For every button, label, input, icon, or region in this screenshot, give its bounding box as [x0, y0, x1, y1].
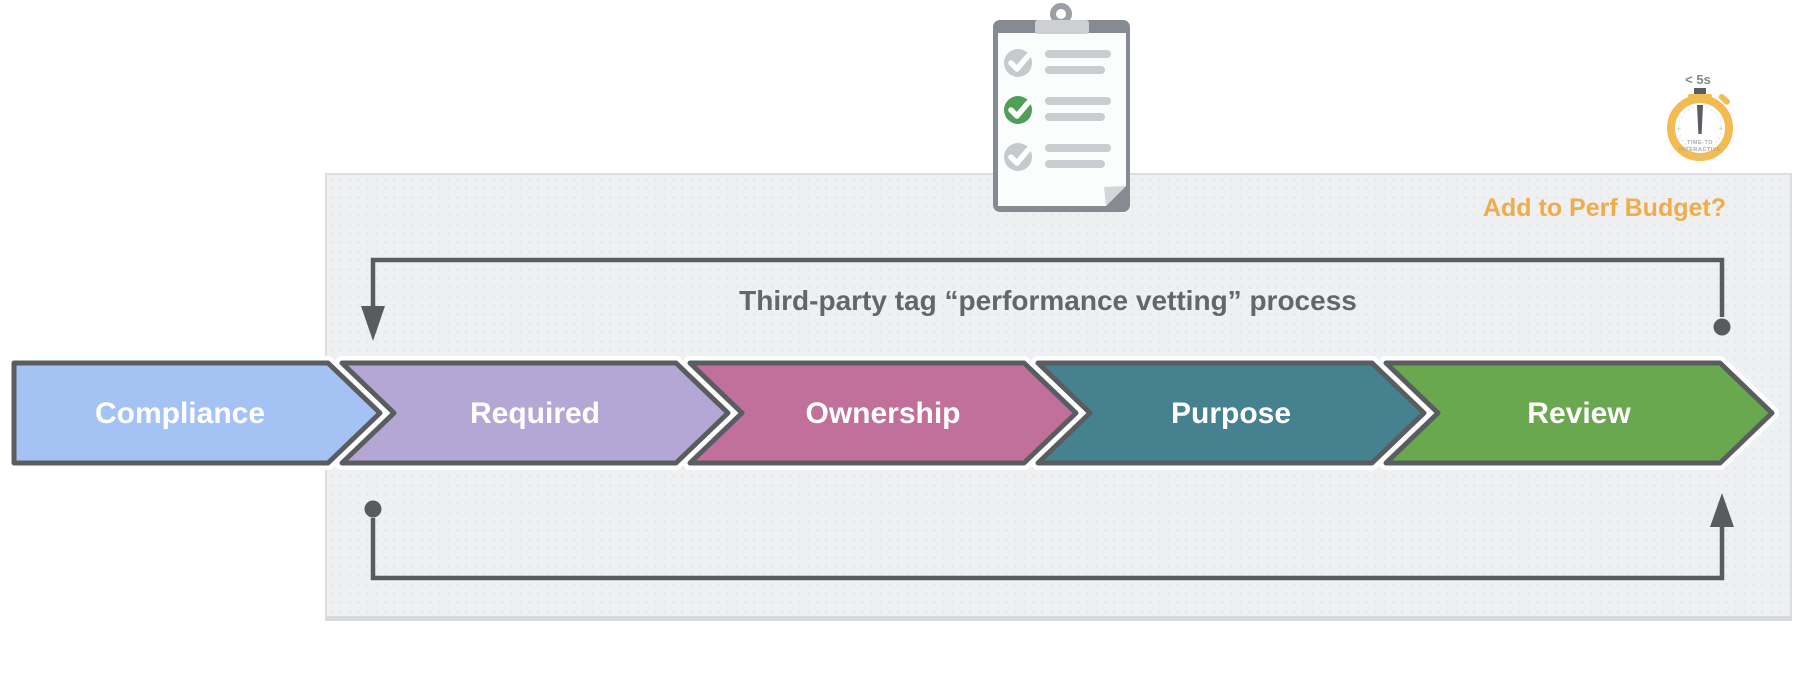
chevron-purpose-shape: [1035, 360, 1427, 466]
chevron-review-label: Review: [1527, 397, 1631, 430]
perf-budget-label: Add to Perf Budget?: [1483, 194, 1726, 222]
loop-top-endpoint-dot: [1713, 318, 1731, 336]
stopwatch-icon: < 5s TIME-TO INTERACTIVE + + +: [1667, 72, 1733, 161]
loop-bottom-line: [370, 518, 1725, 581]
checklist-text-line: [1045, 50, 1111, 58]
checklist-text-line: [1045, 66, 1105, 74]
clipboard-ring-icon: [1050, 3, 1072, 25]
checklist-text-line: [1045, 97, 1111, 105]
checklist-text-line: [1045, 160, 1105, 168]
chevron-compliance-label: Compliance: [95, 397, 265, 430]
clipboard-checklist-icon: [993, 3, 1130, 212]
stopwatch-hand: [1697, 105, 1703, 134]
chevron-review: Review: [1383, 360, 1775, 466]
stopwatch-reset-button: [1718, 93, 1730, 105]
chevron-ownership: Ownership: [687, 360, 1079, 466]
check-circle-green-icon: [1004, 96, 1032, 124]
stopwatch-crown: [1694, 88, 1706, 97]
checklist-text-line: [1045, 113, 1105, 121]
chevron-required-label: Required: [470, 397, 600, 430]
chevron-purpose: Purpose: [1035, 360, 1427, 466]
stopwatch-tick-mark: +: [1719, 124, 1724, 133]
checkmark-icon: [1008, 53, 1031, 72]
stopwatch-face-line2: INTERACTIVE: [1679, 147, 1721, 153]
stopwatch-time-label: < 5s: [1685, 72, 1711, 87]
checklist-text-line: [1045, 144, 1111, 152]
stopwatch-tick-mark: +: [1677, 124, 1682, 133]
chevron-required-shape: [339, 360, 731, 466]
clipboard-paper-fold: [1104, 186, 1126, 206]
chevron-compliance: Compliance: [11, 360, 383, 466]
stopwatch-tick-ring: [1677, 105, 1723, 151]
checkmark-icon: [1008, 100, 1031, 119]
loop-top: [361, 257, 1731, 341]
check-circle-gray-icon: [1004, 143, 1032, 171]
chevron-steps: Compliance Required Ownership Purpose Re…: [11, 360, 1775, 466]
process-title: Third-party tag “performance vetting” pr…: [739, 285, 1357, 316]
stopwatch-tick-mark: +: [1698, 152, 1703, 161]
chevron-compliance-shape: [11, 360, 383, 466]
loop-top-line: [370, 257, 1725, 317]
checklist-item-1: [1004, 49, 1111, 77]
checklist-item-2: [1004, 96, 1111, 124]
chevron-review-shape: [1383, 360, 1775, 466]
stopwatch-face-line1: TIME-TO: [1687, 140, 1713, 146]
loop-bottom-arrowhead-icon: [1710, 493, 1734, 527]
chevron-purpose-label: Purpose: [1171, 397, 1291, 430]
loop-top-arrowhead-icon: [361, 306, 385, 341]
chevron-ownership-shape: [687, 360, 1079, 466]
clipboard-clip: [1035, 20, 1089, 34]
loop-bottom: [364, 493, 1734, 581]
checklist-item-3: [1004, 143, 1111, 171]
checkmark-icon: [1008, 147, 1031, 166]
check-circle-gray-icon: [1004, 49, 1032, 77]
chevron-ownership-label: Ownership: [805, 397, 960, 430]
loop-bottom-startpoint-dot: [364, 500, 382, 518]
chevron-required: Required: [339, 360, 731, 466]
